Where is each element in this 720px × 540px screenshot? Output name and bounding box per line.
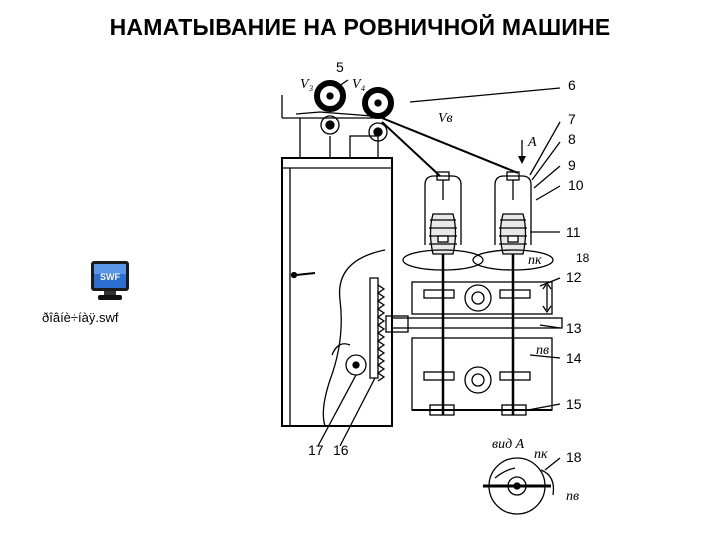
top-roller-left <box>314 80 346 112</box>
label-10: 10 <box>568 177 584 193</box>
label-8: 8 <box>568 131 576 147</box>
label-14: 14 <box>566 350 582 366</box>
right-flyer <box>494 171 532 415</box>
roving-strand <box>381 117 519 174</box>
symbol-v4: V₄ <box>352 77 366 92</box>
label-9: 9 <box>568 157 576 173</box>
rack <box>369 277 379 379</box>
swf-file-icon[interactable]: SWF <box>90 260 130 302</box>
label-18-bottom: 18 <box>566 449 582 465</box>
symbol-nk: nк <box>528 253 542 268</box>
swf-file-attachment[interactable]: SWF ðîâíè÷íàÿ.swf <box>42 260 182 330</box>
label-5: 5 <box>336 59 344 75</box>
label-17: 17 <box>308 442 324 458</box>
slide-title: НАМАТЫВАНИЕ НА РОВНИЧНОЙ МАШИНЕ <box>109 14 611 40</box>
lower-carriage <box>411 337 553 411</box>
swf-icon-text: SWF <box>100 272 120 282</box>
symbol-nv: nв <box>536 343 549 358</box>
label-6: 6 <box>568 77 576 93</box>
symbol-nk-2: nк <box>534 447 548 462</box>
bobbin-rail <box>411 281 553 315</box>
bottom-roller-right <box>368 122 388 142</box>
symbol-v3: V₃ <box>300 77 314 92</box>
bottom-roller-left <box>320 115 340 135</box>
label-18-top: 18 <box>576 251 590 265</box>
label-16: 16 <box>333 442 349 458</box>
symbol-a: A <box>527 135 537 150</box>
label-7: 7 <box>568 111 576 127</box>
left-flyer <box>424 171 462 415</box>
label-13: 13 <box>566 320 582 336</box>
symbol-vb: Vв <box>438 111 453 126</box>
machine-frame <box>281 157 393 427</box>
label-11: 11 <box>566 224 581 240</box>
symbol-nv-2: nв <box>566 489 579 504</box>
top-roller-right <box>362 87 394 119</box>
label-12: 12 <box>566 269 582 285</box>
label-15: 15 <box>566 396 582 412</box>
symbol-vid-a: вид А <box>492 437 525 452</box>
swf-filename[interactable]: ðîâíè÷íàÿ.swf <box>42 310 119 325</box>
curved-guide <box>322 249 386 427</box>
rail-bar <box>391 317 563 329</box>
